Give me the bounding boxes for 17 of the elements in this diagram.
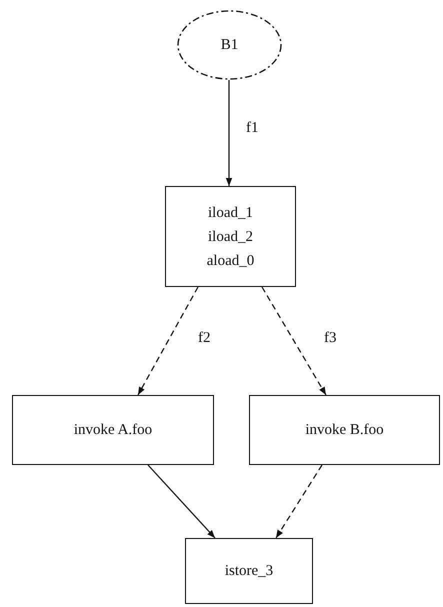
- arrow: [276, 464, 322, 538]
- process-box: [12, 395, 214, 465]
- arrow: [226, 80, 232, 186]
- node-label: invoke A.foo: [74, 421, 152, 440]
- node-label: iload_2: [208, 228, 253, 246]
- arrow: [137, 286, 199, 396]
- node-label: iload_1: [208, 204, 253, 222]
- process-box: [185, 538, 313, 604]
- node-label: istore_3: [224, 562, 274, 581]
- node-label: invoke B.foo: [305, 421, 384, 440]
- process-box: [249, 395, 440, 465]
- start-ellipse: [177, 10, 282, 80]
- arrow: [148, 464, 216, 538]
- process-box: [165, 186, 296, 287]
- node-label: B1: [220, 36, 238, 55]
- arrow: [261, 286, 327, 396]
- node-label: aload_0: [206, 252, 254, 270]
